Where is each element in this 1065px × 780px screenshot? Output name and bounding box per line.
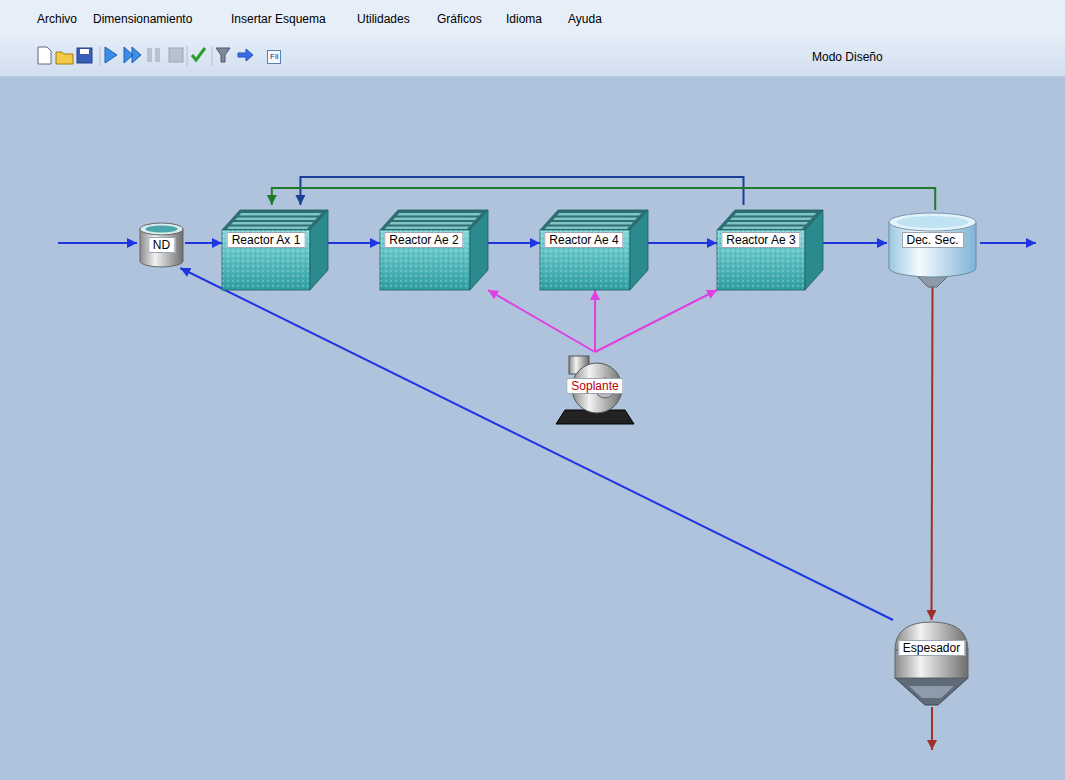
reactor-side <box>805 210 823 290</box>
equipment-label: Reactor Ae 4 <box>544 232 623 248</box>
flow-connector <box>488 242 540 244</box>
blower-node: Soplante <box>555 352 635 425</box>
clarifier-top <box>889 213 976 231</box>
separator <box>212 46 213 66</box>
reactor-slat <box>553 218 637 221</box>
outlet-arrow <box>980 242 1036 244</box>
reactor-node: Reactor Ae 3 <box>717 205 823 290</box>
arrow-icon <box>238 49 253 61</box>
reactor-slat <box>722 227 804 230</box>
reactor-top <box>540 210 648 230</box>
reactor-slat <box>734 213 816 216</box>
reactor-front <box>380 230 470 290</box>
tank-edge <box>140 229 141 261</box>
reactor-top <box>717 210 823 230</box>
reactor-front <box>540 230 630 290</box>
flow-connector <box>488 290 595 352</box>
flow-connector <box>180 268 893 620</box>
open-icon <box>56 52 73 64</box>
equipment-label: ND <box>148 237 175 253</box>
menu-item: Ayuda <box>568 11 602 27</box>
flow-connector <box>300 177 743 205</box>
flow-connector <box>328 242 380 244</box>
menu-item: Archivo <box>37 11 77 27</box>
tank-edge <box>183 229 184 261</box>
reactor-slat <box>397 213 481 216</box>
toolbar-button: Fil <box>267 50 281 64</box>
save-icon <box>77 48 92 63</box>
reactor-slat <box>239 213 321 216</box>
equipment-label: Reactor Ae 3 <box>721 232 800 248</box>
reactor-texture <box>717 230 805 290</box>
reactor-node: Reactor Ae 4 <box>540 205 648 290</box>
filter-icon <box>216 48 230 62</box>
reactor-slat <box>393 218 477 221</box>
pause-icon <box>147 48 160 62</box>
menu-item: Idioma <box>506 11 542 27</box>
reactor-front <box>717 230 805 290</box>
flow-connector <box>823 242 887 244</box>
new-icon <box>38 47 51 64</box>
reactor-side <box>630 210 648 290</box>
sludge-outlet-arrow <box>931 707 933 750</box>
separator <box>187 46 188 66</box>
reactor-slat <box>231 222 313 225</box>
flow-connector <box>595 290 717 352</box>
flow-connector <box>185 242 222 244</box>
step-icon <box>124 47 141 63</box>
equipment-icon <box>887 210 978 287</box>
equipment-label: Dec. Sec. <box>901 232 963 248</box>
reactor-slat <box>557 213 641 216</box>
equipment-label: Reactor Ax 1 <box>227 232 306 248</box>
reactor-texture <box>380 230 470 290</box>
reactor-node: Reactor Ax 1 <box>222 205 328 290</box>
reactor-slat <box>730 218 812 221</box>
separator <box>100 46 101 66</box>
equipment-label: Espesador <box>898 640 965 656</box>
reactor-slat <box>235 218 317 221</box>
menu-item: Insertar Esquema <box>231 11 326 27</box>
equipment-label: Soplante <box>566 378 623 394</box>
menu-item: Utilidades <box>357 11 410 27</box>
inlet-arrow <box>58 242 137 244</box>
reactor-top <box>380 210 488 230</box>
reactor-side <box>470 210 488 290</box>
flow-connector <box>594 290 596 352</box>
flow-connector <box>272 188 935 210</box>
clarifier-water <box>897 216 969 228</box>
flow-connector <box>932 287 933 620</box>
tank-node: ND <box>138 222 185 268</box>
check-icon <box>192 48 205 60</box>
reactor-slat <box>545 227 629 230</box>
play-icon <box>105 47 117 63</box>
reactor-slat <box>227 227 309 230</box>
clarifier-node: Dec. Sec. <box>887 210 978 287</box>
flow-connector <box>648 242 717 244</box>
reactor-side <box>310 210 328 290</box>
reactor-slat <box>726 222 808 225</box>
reactor-slat <box>549 222 633 225</box>
thickener-cone <box>895 678 968 705</box>
menu-item: Gráficos <box>437 11 482 27</box>
reactor-top <box>222 210 328 230</box>
reactor-slat <box>389 222 473 225</box>
stop-icon <box>169 48 183 62</box>
reactor-slat <box>385 227 469 230</box>
equipment-icon <box>893 620 970 705</box>
tank-top <box>140 223 183 235</box>
reactor-node: Reactor Ae 2 <box>380 205 488 290</box>
tank-water <box>146 226 178 233</box>
menu-item: Dimensionamiento <box>93 11 192 27</box>
equipment-label: Reactor Ae 2 <box>384 232 463 248</box>
clarifier-edge <box>976 222 977 268</box>
mode-status: Modo Diseño <box>812 49 883 65</box>
clarifier-edge <box>889 222 890 268</box>
reactor-texture <box>540 230 630 290</box>
reactor-texture <box>222 230 310 290</box>
reactor-front <box>222 230 310 290</box>
thickener-sludge <box>909 686 954 698</box>
thickener-node: Espesador <box>893 620 970 705</box>
